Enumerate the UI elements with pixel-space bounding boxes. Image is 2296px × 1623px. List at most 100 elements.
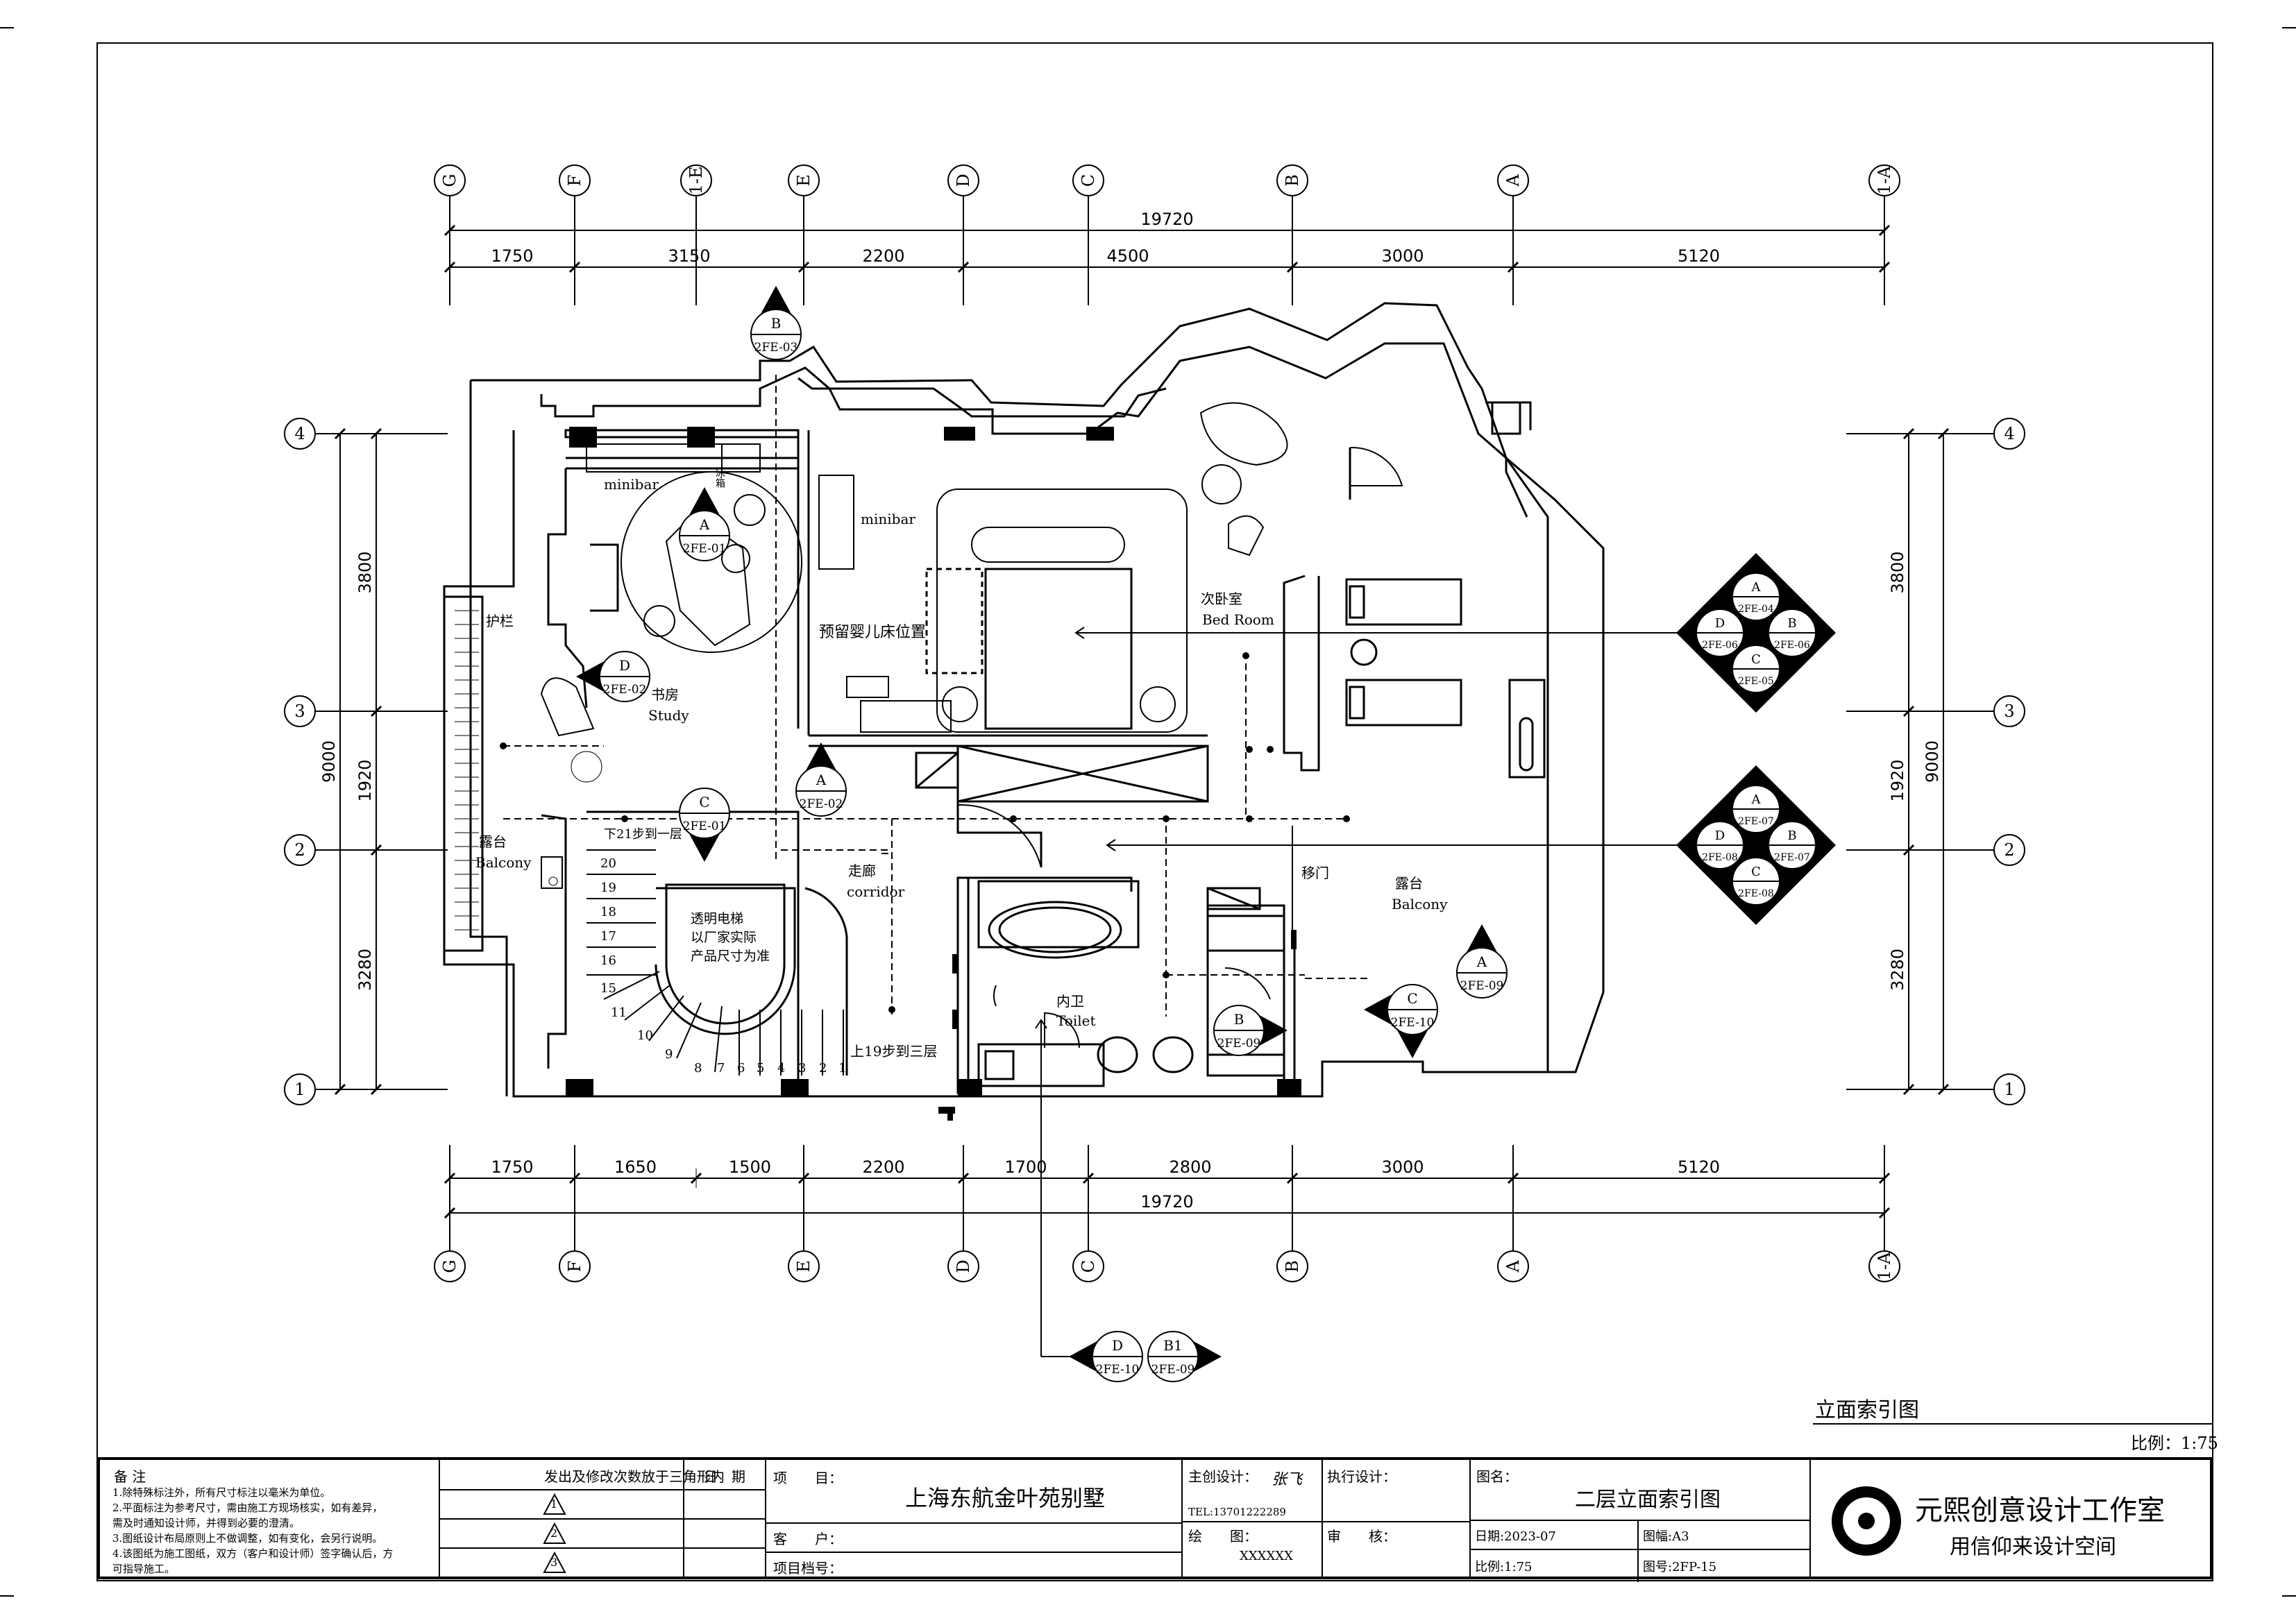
axis-bottom-1-A-text: 1-A xyxy=(1875,1252,1894,1280)
marker-b-top-letter: B xyxy=(771,315,782,332)
axis-top-1-E: 1-E xyxy=(680,164,712,196)
axis-bottom-D: D xyxy=(947,1250,979,1282)
marker-diamond-balcony-d-letter: D xyxy=(1715,829,1725,843)
marker-diamond-bedroom-d-letter: D xyxy=(1715,616,1725,631)
axis-bottom-B-text: B xyxy=(1283,1260,1302,1273)
revision-2: 2 xyxy=(550,1527,558,1540)
crop-marks xyxy=(0,27,2296,1597)
axis-left-1: 1 xyxy=(284,1073,316,1105)
marker-diamond-balcony-b-letter: B xyxy=(1787,829,1796,843)
marker-c-study-code: 2FE-01 xyxy=(683,819,727,833)
dim-right-2: 3280 xyxy=(1888,949,1907,991)
sliding-door-label: 移门 xyxy=(1301,865,1329,881)
note-1: 1.除特殊标注外，所有尺寸标注以毫米为单位。 xyxy=(112,1486,331,1499)
studio-logo xyxy=(1832,1486,1901,1556)
exec-design-label: 执行设计： xyxy=(1327,1468,1396,1485)
study-label-cn: 书房 xyxy=(651,686,679,703)
axis-left-3: 3 xyxy=(284,695,316,727)
axis-bottom-F: F xyxy=(559,1250,591,1282)
axis-top-E-text: E xyxy=(794,174,813,187)
project-cell: 项 目： 上海东航金叶苑别墅 客 户： 项目档号： xyxy=(766,1460,1183,1577)
revision-triangles xyxy=(543,1493,566,1573)
marker-b1-bottom-letter: B1 xyxy=(1163,1337,1182,1354)
marker-d-study-letter: D xyxy=(619,657,630,674)
axis-right-1: 1 xyxy=(1993,1073,2025,1105)
axis-right-4-text: 4 xyxy=(2004,424,2014,443)
marker-a-study-letter: A xyxy=(699,516,710,533)
date-value: 日期:2023-07 xyxy=(1475,1529,1556,1544)
studio-slogan: 用信仰来设计空间 xyxy=(1950,1535,2116,1559)
axis-bottom-A-text: A xyxy=(1503,1260,1523,1273)
revision-3: 3 xyxy=(550,1556,558,1569)
axis-left-1-text: 1 xyxy=(294,1080,305,1099)
notes-cell: 备 注 1.除特殊标注外，所有尺寸标注以毫米为单位。 2.平面标注为参考尺寸，需… xyxy=(100,1460,440,1577)
axis-top-1-E-text: 1-E xyxy=(686,167,706,195)
axis-top-A-text: A xyxy=(1503,174,1523,187)
axis-right-4: 4 xyxy=(1993,418,2025,450)
stair-number-17: 17 xyxy=(600,929,616,944)
axis-top-C-text: C xyxy=(1079,174,1098,187)
bedroom-label-cn: 次卧室 xyxy=(1201,590,1242,607)
axis-bottom-B: B xyxy=(1276,1250,1308,1282)
building-outline xyxy=(443,302,1605,1121)
studio-cell: 元熙创意设计工作室 用信仰来设计空间 xyxy=(1811,1460,2213,1577)
marker-a-study: A 2FE-01 xyxy=(679,487,730,561)
marker-diamond-balcony-b-code: 2FE-07 xyxy=(1774,852,1810,863)
marker-diamond-balcony-c-letter: C xyxy=(1751,865,1761,879)
dim-left-0: 3800 xyxy=(355,551,375,593)
stair-number-7: 7 xyxy=(717,1061,725,1076)
stair-number-4: 4 xyxy=(777,1061,785,1076)
drawing-name-value: 二层立面索引图 xyxy=(1575,1488,1721,1512)
note-3: 需及时通知设计师，并得到必要的澄清。 xyxy=(112,1517,301,1529)
axis-right-2: 2 xyxy=(1993,834,2025,866)
axis-top-B-text: B xyxy=(1283,174,1302,187)
elevation-markers: B2FE-03A2FE-01D2FE-02C2FE-01A2FE-02A2FE-… xyxy=(576,286,1836,1382)
axis-top-B: B xyxy=(1276,164,1308,196)
marker-diamond-balcony-d-code: 2FE-08 xyxy=(1702,852,1738,863)
drawing-no: 图号:2FP-15 xyxy=(1643,1560,1717,1574)
drawn-value: XXXXXX xyxy=(1240,1549,1293,1563)
scale-value: 比例:1:75 xyxy=(1475,1560,1533,1574)
guardrail-label: 护栏 xyxy=(486,613,514,629)
dim-bottom-7: 5120 xyxy=(1678,1157,1720,1177)
marker-a-study-code: 2FE-01 xyxy=(683,542,727,556)
axis-top-A: A xyxy=(1497,164,1529,196)
axis-top-1-A-text: 1-A xyxy=(1875,166,1894,194)
corridor-en: corridor xyxy=(847,883,905,900)
studio-name: 元熙创意设计工作室 xyxy=(1915,1495,2165,1527)
room-labels: minibar minibar 护栏 书房 Study 预留婴儿床位置 次卧室 … xyxy=(475,468,1448,1060)
fridge-label: 冰箱 xyxy=(714,468,725,488)
sheet-title: 立面索引图 xyxy=(1815,1398,1919,1422)
axis-bottom-1-A: 1-A xyxy=(1868,1250,1900,1282)
marker-diamond-bedroom-c-code: 2FE-05 xyxy=(1738,676,1774,687)
dim-left-1: 1920 xyxy=(355,759,375,801)
drawing-name-label: 图名： xyxy=(1476,1468,1518,1485)
dim-bottom-2: 1500 xyxy=(729,1157,771,1177)
balcony-left-en: Balcony xyxy=(475,854,532,871)
marker-diamond-bedroom-b-letter: B xyxy=(1787,616,1796,631)
dim-left-total-0: 9000 xyxy=(319,740,339,783)
axis-left-2-text: 2 xyxy=(294,840,305,860)
marker-a-toilet-code: 2FE-09 xyxy=(1460,979,1504,993)
drawn-label: 绘 图： xyxy=(1188,1528,1258,1545)
revision-cell: 发出及修改次数放于三角形内 日 期 1 2 3 xyxy=(440,1460,766,1577)
stair-number-3: 3 xyxy=(798,1061,806,1076)
reference-arrows xyxy=(1035,627,1687,1357)
dim-top-5: 5120 xyxy=(1678,246,1720,266)
axis-bottom-D-text: D xyxy=(954,1259,973,1273)
dim-bottom-4: 1700 xyxy=(1004,1157,1047,1177)
axis-left-3-text: 3 xyxy=(294,702,305,721)
axis-top-C: C xyxy=(1072,164,1104,196)
file-label: 项目档号： xyxy=(773,1560,843,1577)
marker-b-toilet-letter: B xyxy=(1234,1011,1244,1028)
dim-bottom-0: 1750 xyxy=(491,1157,533,1177)
dim-bottom-total-0: 19720 xyxy=(1140,1192,1193,1212)
project-value: 上海东航金叶苑别墅 xyxy=(905,1485,1106,1511)
balcony-left-cn: 露台 xyxy=(479,833,507,850)
dim-bottom-6: 3000 xyxy=(1381,1157,1424,1177)
dim-left-2: 3280 xyxy=(355,949,375,991)
